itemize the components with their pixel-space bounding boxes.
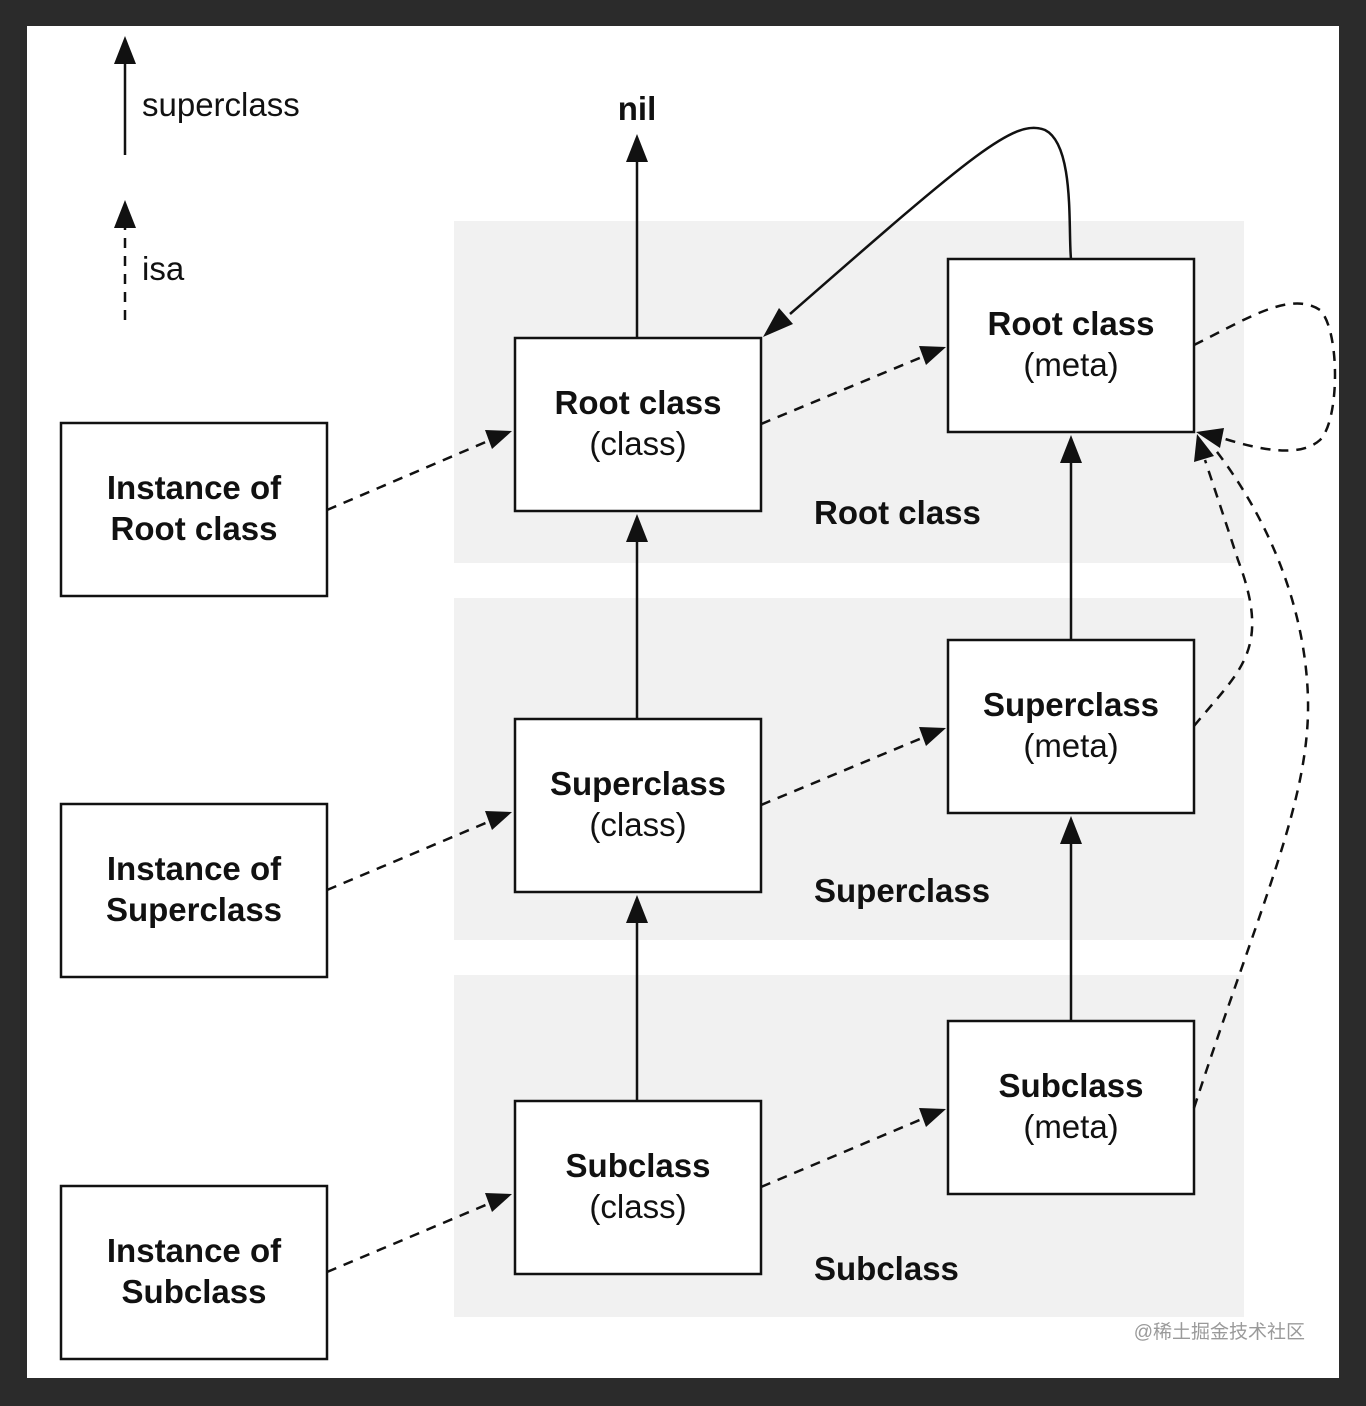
isa-root-meta-to-itself <box>1193 302 1337 452</box>
arrowhead <box>919 346 946 365</box>
isa-root-class-to-meta <box>760 355 923 426</box>
arrowhead <box>1060 816 1082 844</box>
arrowhead <box>1194 434 1214 462</box>
arrowhead <box>485 430 512 449</box>
meta-root-box <box>946 257 1196 434</box>
arrowhead <box>1196 428 1224 448</box>
watermark: @稀土掘金技术社区 <box>1133 1322 1305 1343</box>
arrow-root-meta-to-root-class <box>789 126 1073 315</box>
meta-subclass-kind: (meta) <box>1023 1108 1119 1145</box>
instance-root-line1: Instance of <box>106 469 282 506</box>
arrowhead <box>1060 435 1082 463</box>
class-subclass-title: Subclass <box>565 1147 711 1184</box>
legend-isa-label: isa <box>142 250 185 287</box>
legend-superclass-label: superclass <box>142 86 300 123</box>
meta-superclass-label: Superclass (meta) <box>948 684 1194 766</box>
arrowhead <box>919 727 946 746</box>
meta-superclass-kind: (meta) <box>1023 727 1119 764</box>
class-root-label: Root class (class) <box>515 382 761 464</box>
meta-subclass-box <box>946 1019 1196 1196</box>
band-label-root-class: Root class <box>814 494 981 531</box>
meta-superclass-title: Superclass <box>982 686 1160 723</box>
band-label-superclass: Superclass <box>814 872 991 909</box>
arrowhead <box>626 895 648 923</box>
isa-subclass-meta-to-root-meta <box>1192 447 1310 1109</box>
legend-superclass-arrowhead <box>114 36 136 64</box>
arrowhead <box>919 1108 946 1127</box>
meta-subclass-label: Subclass (meta) <box>948 1065 1194 1147</box>
class-subclass-box <box>513 1099 763 1276</box>
instance-subclass-line2: Subclass <box>121 1273 267 1310</box>
band-label-subclass: Subclass <box>814 1250 959 1287</box>
class-root-title: Root class <box>554 384 722 421</box>
isa-instance-root-to-class <box>326 439 489 512</box>
class-superclass-box <box>513 717 763 894</box>
legend-isa-arrowhead <box>114 200 136 228</box>
class-root-box <box>513 336 763 513</box>
meta-subclass-title: Subclass <box>998 1067 1144 1104</box>
class-root-kind: (class) <box>589 425 687 462</box>
arrowhead <box>485 1193 512 1212</box>
class-superclass-kind: (class) <box>589 806 687 843</box>
instance-superclass-line2: Superclass <box>105 891 283 928</box>
class-subclass-label: Subclass (class) <box>515 1145 761 1227</box>
meta-root-kind: (meta) <box>1023 346 1119 383</box>
instance-subclass-box <box>59 1184 329 1361</box>
arrowhead-nil <box>626 134 648 162</box>
meta-root-title: Root class <box>987 305 1155 342</box>
isa-subclass-to-meta <box>760 1117 923 1189</box>
isa-superclass-to-meta <box>760 736 923 807</box>
class-subclass-kind: (class) <box>589 1188 687 1225</box>
isa-instance-subclass-to-class <box>326 1202 489 1274</box>
instance-root-label: Instance of Root class <box>61 467 327 549</box>
nil-label: nil <box>617 90 657 127</box>
class-superclass-title: Superclass <box>549 765 727 802</box>
instance-subclass-line1: Instance of <box>106 1232 282 1269</box>
arrowhead <box>763 308 793 337</box>
instance-superclass-box <box>59 802 329 979</box>
isa-superclass-meta-to-root-meta <box>1193 459 1254 727</box>
instance-root-line2: Root class <box>110 510 278 547</box>
instance-root-box <box>59 421 329 598</box>
class-superclass-label: Superclass (class) <box>515 763 761 845</box>
instance-superclass-line1: Instance of <box>106 850 282 887</box>
diagram-canvas: superclass isa nil Root class Superclass… <box>27 26 1339 1378</box>
meta-root-label: Root class (meta) <box>948 303 1194 385</box>
instance-superclass-label: Instance of Superclass <box>61 848 327 930</box>
arrowhead <box>626 514 648 542</box>
instance-subclass-label: Instance of Subclass <box>61 1230 327 1312</box>
isa-instance-superclass-to-class <box>326 820 489 892</box>
arrowhead <box>485 811 512 830</box>
